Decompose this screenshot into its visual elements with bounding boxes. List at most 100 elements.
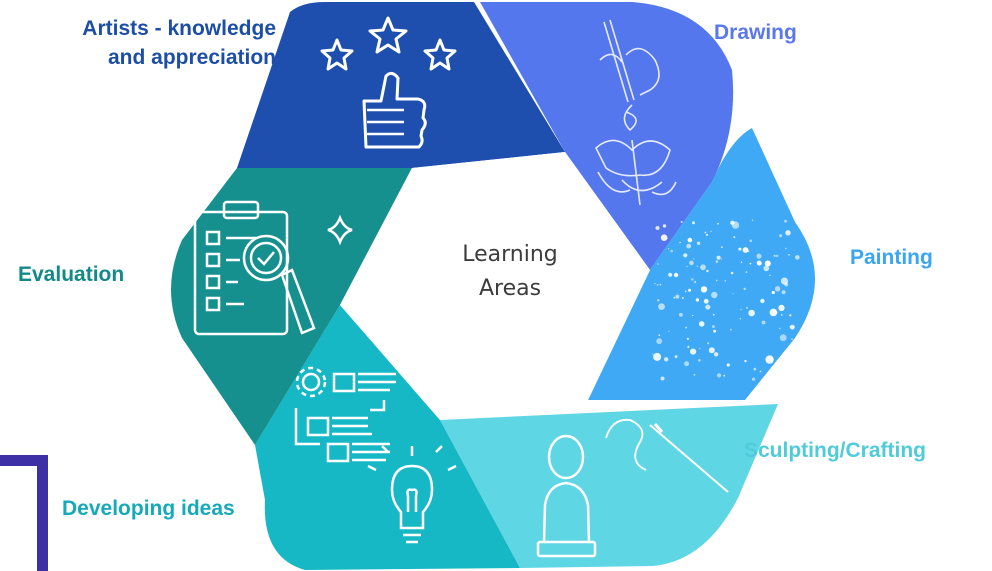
paint-splatter-dot — [684, 361, 690, 367]
ideas-checklist-lightbulb-icon — [294, 366, 457, 544]
paint-splatter-dot — [766, 357, 768, 360]
paint-splatter-dot — [784, 376, 787, 378]
paint-splatter-dot — [715, 279, 718, 282]
paint-splatter-dot — [713, 313, 715, 316]
paint-splatter-dot — [693, 373, 696, 376]
paint-splatter-dot — [694, 281, 697, 283]
center-label: Learning Areas — [400, 238, 620, 306]
label-drawing-text: Drawing — [714, 21, 797, 44]
corner-bracket-decoration — [0, 455, 48, 571]
paint-splatter-dot — [760, 298, 765, 304]
paint-splatter-dot — [686, 337, 690, 340]
label-artists: Artists - knowledge and appreciation — [24, 14, 276, 72]
paint-splatter-dot — [708, 347, 715, 354]
paint-splatter-dot — [740, 308, 742, 311]
paint-splatter-dot — [745, 271, 748, 273]
paint-splatter-dot — [749, 262, 752, 265]
center-hexagon — [340, 152, 650, 420]
paint-splatter-dot — [675, 294, 680, 299]
paint-splatter-dot — [738, 247, 742, 251]
paint-splatter-dot — [673, 296, 676, 299]
paint-splatter-dot — [660, 376, 665, 381]
paint-splatter-dot — [761, 320, 766, 325]
paint-splatter-dot — [688, 288, 692, 292]
paint-splatter-dot — [711, 291, 718, 299]
center-label-line2: Areas — [478, 276, 542, 301]
paint-splatter-dot — [790, 324, 795, 330]
paint-splatter-dot — [673, 272, 679, 278]
paint-splatter-dot — [752, 377, 756, 381]
paint-splatter-dot — [674, 355, 678, 358]
paint-splatter-dot — [703, 298, 709, 304]
paint-splatter-dot — [749, 239, 753, 242]
paint-splatter-dot — [679, 241, 681, 244]
center-label-line1: Learning — [462, 242, 558, 267]
label-evaluation-text: Evaluation — [18, 263, 125, 286]
paint-splatter-dot — [680, 221, 683, 223]
segment-drawing — [480, 2, 734, 270]
paint-splatter-dot — [794, 360, 798, 364]
paint-splatter-dot — [784, 219, 787, 223]
segment-artists — [237, 2, 565, 168]
paint-splatter-dot — [763, 265, 770, 272]
paint-splatter-dot — [731, 221, 740, 229]
paint-splatter-dot — [740, 261, 743, 263]
paint-splatter-dot — [693, 258, 695, 260]
paint-splatter-dot — [779, 234, 782, 238]
paint-splatter-dot — [726, 363, 730, 367]
paint-splatter-dot — [698, 359, 701, 362]
clipboard-magnifier-icon — [193, 200, 353, 336]
bust-sculpture-icon — [536, 418, 729, 558]
paint-splatter-dot — [784, 282, 789, 287]
paint-splatter-dot — [684, 290, 687, 293]
paint-splatter-dot — [705, 304, 711, 310]
paint-splatter-dot — [668, 330, 670, 332]
paint-splatter-dot — [690, 348, 697, 355]
paint-splatter-dot — [746, 306, 749, 309]
paint-splatter-dot — [795, 255, 800, 260]
label-artists-line2: and appreciation — [107, 46, 276, 69]
paint-splatter-dot — [656, 338, 663, 345]
paint-splatter-dot — [664, 357, 669, 362]
paint-splatter-dot — [686, 265, 688, 268]
label-drawing: Drawing — [714, 18, 797, 47]
paint-splatter-dot — [723, 374, 726, 377]
segment-painting — [588, 128, 815, 400]
segment-sculpting — [440, 404, 778, 568]
paint-splatter-dot — [764, 260, 771, 267]
paint-splatter-dot — [715, 260, 719, 263]
paint-splatter-dot — [691, 278, 694, 281]
label-sculpting: Sculpting/Crafting — [744, 436, 926, 465]
paint-splatter-dot — [689, 260, 694, 266]
paint-splatter-dot — [681, 297, 684, 299]
paint-splatter-dot — [756, 253, 762, 259]
paint-splatter-dot — [742, 247, 749, 253]
paint-splatter-dot — [756, 260, 762, 266]
paint-splatter-dot — [698, 321, 705, 327]
paint-splatter-dot — [712, 325, 715, 328]
paint-splatter-dot — [753, 367, 757, 371]
paint-splatter-dot — [716, 255, 721, 260]
segment-developing — [255, 305, 520, 570]
paint-splatter-dot — [724, 279, 727, 282]
paint-splatter-dot — [683, 253, 688, 258]
paint-splatter-dot — [687, 345, 690, 349]
paint-splatter-dot — [657, 299, 660, 302]
paint-splatter-dot — [778, 304, 785, 311]
paint-splatter-dot — [779, 327, 781, 329]
paint-splatter-dot — [656, 283, 659, 286]
paint-splatter-dot — [721, 246, 723, 248]
paint-splatter-dot — [717, 373, 722, 378]
paint-splatter-dot — [732, 293, 734, 295]
paint-splatter-dot — [653, 352, 662, 361]
paint-splatter-dot — [713, 329, 717, 333]
paint-splatter-dot — [654, 283, 656, 285]
paint-splatter-dot — [730, 328, 732, 331]
paint-splatter-dot — [748, 309, 755, 317]
paint-splatter-dot — [686, 243, 692, 249]
paint-splatter-dot — [743, 287, 746, 291]
paint-splatter-dot — [733, 236, 736, 239]
paint-splatter-dot — [779, 334, 787, 342]
paint-splatter-dot — [652, 353, 654, 355]
paint-splatter-dot — [692, 221, 695, 225]
